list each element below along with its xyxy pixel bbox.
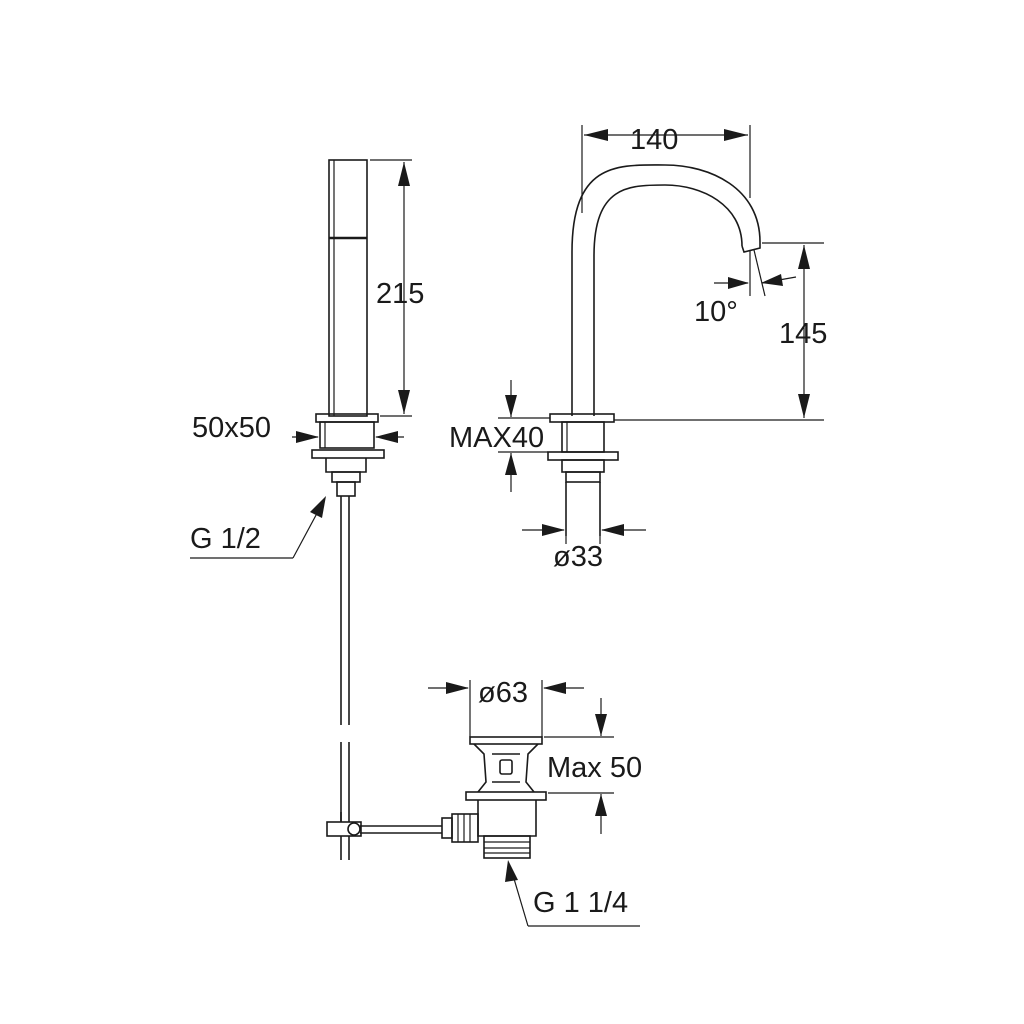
dimension-d63: ø63	[428, 677, 584, 737]
waste-flange	[469, 736, 543, 745]
dimension-145: 145	[614, 242, 827, 421]
dimension-10-degrees: 10°	[694, 249, 797, 328]
waste-body	[473, 743, 539, 793]
label-d33: ø33	[553, 541, 603, 573]
spout-shank	[561, 421, 605, 453]
leader-g-1-1-4: G 1 1/4	[505, 860, 640, 927]
spout-base-plate	[549, 413, 615, 423]
hand-shower-underdeck	[325, 458, 367, 473]
pop-up-waste	[340, 736, 547, 859]
label-d63: ø63	[478, 677, 528, 709]
dimension-215: 215	[370, 159, 424, 417]
spout-inner	[593, 184, 743, 416]
label-215: 215	[376, 278, 424, 310]
waste-side-nut	[451, 813, 479, 843]
spout	[547, 164, 761, 536]
dimension-50x50: 50x50	[192, 412, 404, 444]
label-max40: MAX40	[449, 422, 544, 454]
hand-shower	[311, 159, 385, 860]
hand-shower-holder	[319, 421, 375, 449]
dimension-max40: MAX40	[449, 380, 550, 492]
label-g-1-1-4: G 1 1/4	[533, 887, 628, 919]
label-145: 145	[779, 318, 827, 350]
label-140: 140	[630, 124, 678, 156]
waste-thread	[483, 835, 531, 859]
spout-outer	[571, 164, 761, 416]
leader-g-1-2: G 1/2	[190, 496, 326, 559]
dimension-d33: ø33	[522, 524, 646, 573]
label-10-degrees: 10°	[694, 296, 738, 328]
dimension-140: 140	[581, 124, 751, 213]
label-50x50: 50x50	[192, 412, 271, 444]
label-g-1-2: G 1/2	[190, 523, 261, 555]
label-max50: Max 50	[547, 752, 642, 784]
dimension-max50: Max 50	[544, 698, 642, 834]
hand-shower-body	[328, 159, 368, 417]
spout-outlet	[741, 242, 761, 253]
hose-clamp	[326, 821, 362, 837]
hand-shower-flange	[311, 449, 385, 459]
